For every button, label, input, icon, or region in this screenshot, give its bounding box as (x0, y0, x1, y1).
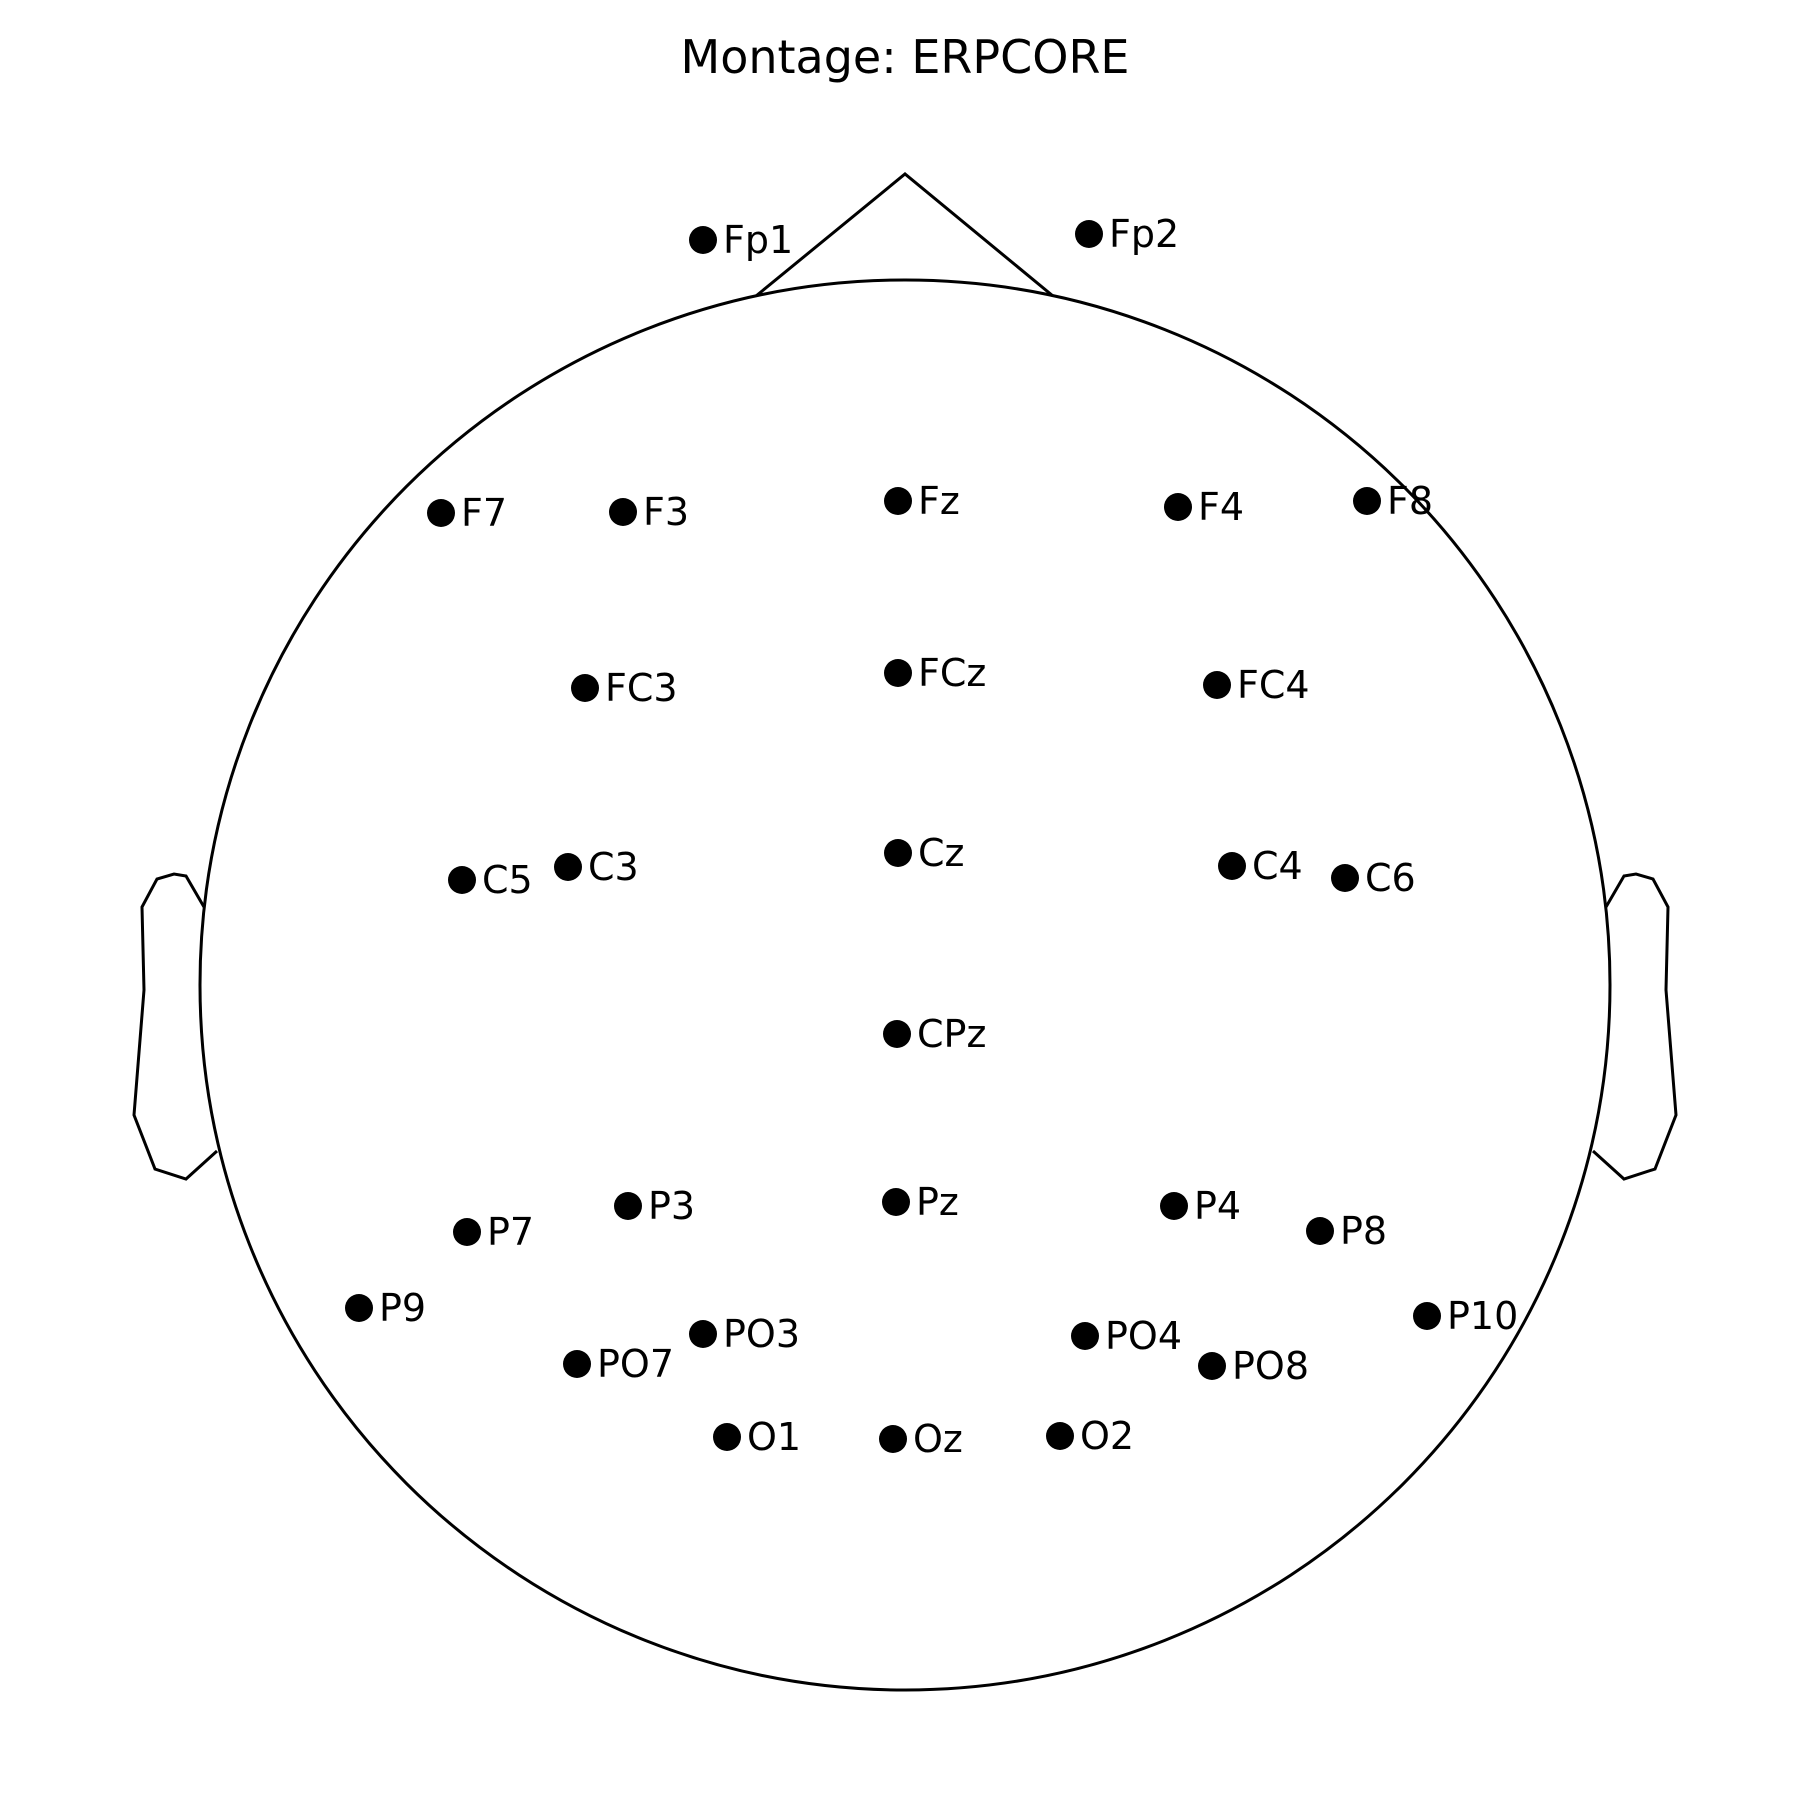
electrode-label-p7: P7 (487, 1210, 534, 1254)
electrode-p4: P4 (1160, 1184, 1241, 1228)
electrode-dot-fcz (884, 659, 912, 687)
electrode-label-f3: F3 (643, 490, 689, 534)
electrode-fp1: Fp1 (689, 218, 793, 262)
electrode-dot-po7 (563, 1350, 591, 1378)
electrode-po7: PO7 (563, 1342, 674, 1386)
electrode-po3: PO3 (689, 1312, 800, 1356)
electrode-label-p3: P3 (648, 1184, 695, 1228)
electrode-label-o2: O2 (1080, 1414, 1134, 1458)
electrode-dot-c3 (554, 853, 582, 881)
electrode-dot-oz (879, 1425, 907, 1453)
electrode-f8: F8 (1353, 479, 1433, 523)
electrode-dot-p7 (453, 1218, 481, 1246)
electrode-dot-p3 (614, 1192, 642, 1220)
electrode-c3: C3 (554, 845, 639, 889)
electrode-label-p8: P8 (1340, 1209, 1387, 1253)
electrode-fc4: FC4 (1203, 663, 1310, 707)
electrode-c6: C6 (1331, 856, 1416, 900)
electrode-label-oz: Oz (913, 1417, 963, 1461)
electrode-f3: F3 (609, 490, 689, 534)
electrode-cpz: CPz (883, 1012, 986, 1056)
electrode-dot-fz (884, 487, 912, 515)
electrode-dot-o1 (713, 1423, 741, 1451)
electrode-fp2: Fp2 (1075, 212, 1179, 256)
electrode-dot-po8 (1198, 1352, 1226, 1380)
electrode-label-cz: Cz (918, 831, 964, 875)
electrode-dot-po3 (689, 1320, 717, 1348)
electrode-cz: Cz (884, 831, 964, 875)
electrode-pz: Pz (882, 1180, 959, 1224)
electrode-label-po8: PO8 (1232, 1344, 1309, 1388)
electrode-label-fc4: FC4 (1237, 663, 1310, 707)
head-outline (132, 172, 1678, 1692)
electrode-label-c4: C4 (1252, 844, 1303, 888)
electrode-dot-pz (882, 1188, 910, 1216)
electrode-dot-fc3 (571, 674, 599, 702)
electrode-label-f7: F7 (461, 491, 507, 535)
electrode-label-po3: PO3 (723, 1312, 800, 1356)
electrode-p3: P3 (614, 1184, 695, 1228)
electrode-label-pz: Pz (916, 1180, 959, 1224)
electrode-p7: P7 (453, 1210, 534, 1254)
electrode-label-fcz: FCz (918, 651, 986, 695)
electrode-dot-fc4 (1203, 671, 1231, 699)
electrode-label-c5: C5 (482, 858, 533, 902)
electrode-dot-p4 (1160, 1192, 1188, 1220)
right-ear (1591, 872, 1678, 1181)
electrode-dot-c6 (1331, 864, 1359, 892)
electrode-p9: P9 (345, 1286, 426, 1330)
electrode-dot-f8 (1353, 487, 1381, 515)
electrode-label-fp2: Fp2 (1109, 212, 1179, 256)
electrode-f4: F4 (1164, 485, 1244, 529)
electrode-fc3: FC3 (571, 666, 678, 710)
electrode-label-fp1: Fp1 (723, 218, 793, 262)
electrode-fcz: FCz (884, 651, 986, 695)
electrode-label-p9: P9 (379, 1286, 426, 1330)
electrode-oz: Oz (879, 1417, 963, 1461)
electrode-f7: F7 (427, 491, 507, 535)
electrode-dot-fp1 (689, 226, 717, 254)
nose (755, 172, 1054, 298)
electrode-po8: PO8 (1198, 1344, 1309, 1388)
electrode-dot-f3 (609, 498, 637, 526)
electrode-o1: O1 (713, 1415, 801, 1459)
left-ear (132, 872, 219, 1181)
electrode-label-c6: C6 (1365, 856, 1416, 900)
electrode-c4: C4 (1218, 844, 1303, 888)
electrode-p10: P10 (1413, 1294, 1518, 1338)
electrode-po4: PO4 (1071, 1314, 1182, 1358)
electrode-dot-po4 (1071, 1322, 1099, 1350)
electrode-dot-p8 (1306, 1217, 1334, 1245)
electrode-label-p10: P10 (1447, 1294, 1518, 1338)
electrode-dot-fp2 (1075, 220, 1103, 248)
electrode-dot-p10 (1413, 1302, 1441, 1330)
electrode-label-po7: PO7 (597, 1342, 674, 1386)
electrode-o2: O2 (1046, 1414, 1134, 1458)
electrode-dot-o2 (1046, 1422, 1074, 1450)
electrode-fz: Fz (884, 479, 960, 523)
electrode-dot-cpz (883, 1020, 911, 1048)
electrode-label-cpz: CPz (917, 1012, 986, 1056)
electrode-dot-c5 (448, 866, 476, 894)
electrode-dot-p9 (345, 1294, 373, 1322)
electrode-label-o1: O1 (747, 1415, 801, 1459)
electrode-label-c3: C3 (588, 845, 639, 889)
diagram-title: Montage: ERPCORE (681, 30, 1130, 84)
electrode-dot-cz (884, 839, 912, 867)
electrode-label-fc3: FC3 (605, 666, 678, 710)
electrode-p8: P8 (1306, 1209, 1387, 1253)
electrode-dot-f4 (1164, 493, 1192, 521)
electrode-label-po4: PO4 (1105, 1314, 1182, 1358)
electrode-label-f8: F8 (1387, 479, 1433, 523)
electrode-dot-f7 (427, 499, 455, 527)
head-circle (198, 278, 1612, 1692)
electrode-label-fz: Fz (918, 479, 960, 523)
electrode-c5: C5 (448, 858, 533, 902)
electrode-label-p4: P4 (1194, 1184, 1241, 1228)
electrode-dot-c4 (1218, 852, 1246, 880)
electrode-label-f4: F4 (1198, 485, 1244, 529)
